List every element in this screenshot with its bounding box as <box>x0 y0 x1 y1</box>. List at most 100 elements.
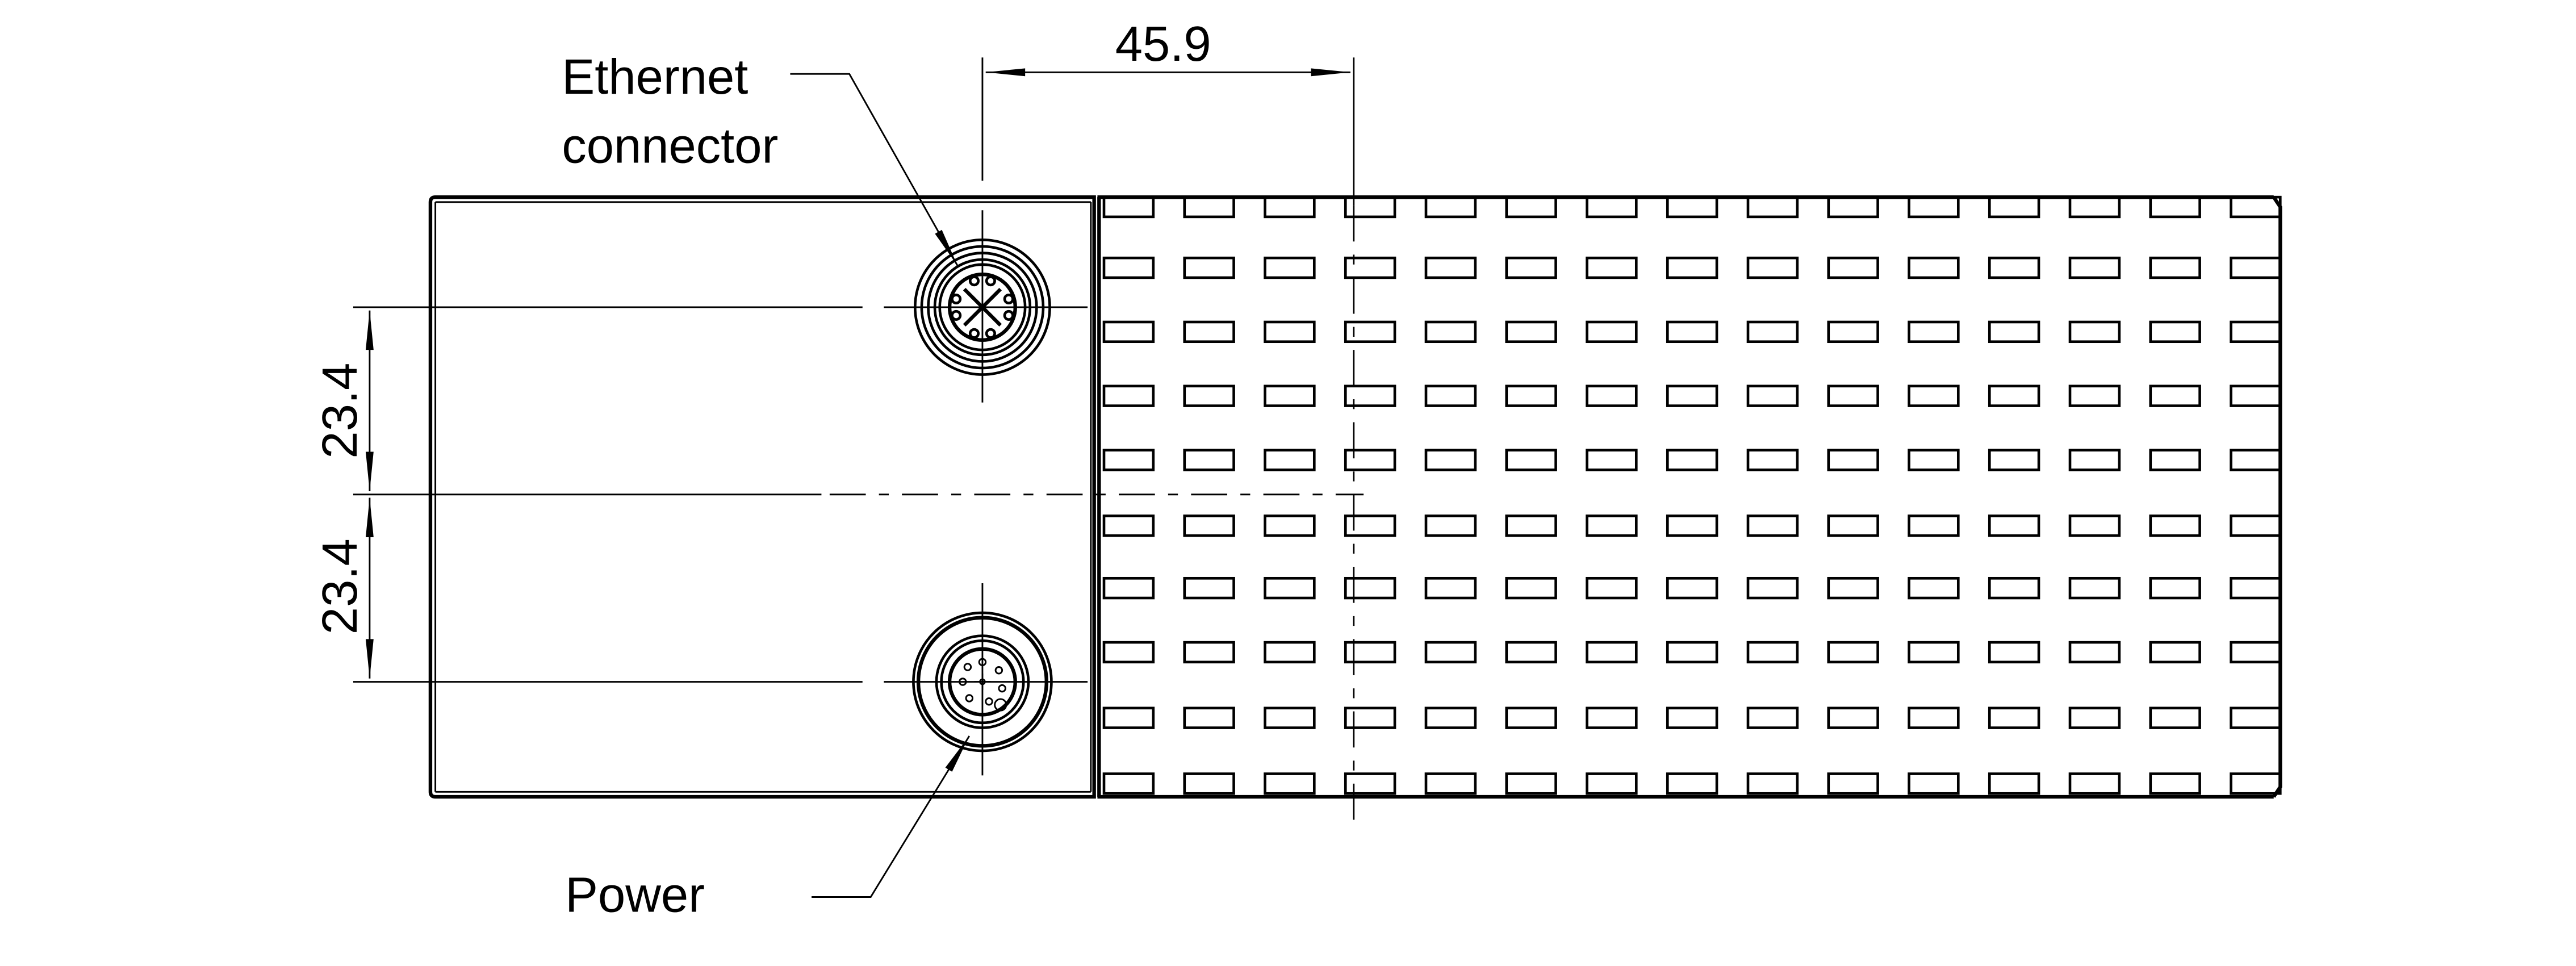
heatsink-slot <box>2149 449 2201 471</box>
heatsink-slot <box>1827 515 1879 537</box>
heatsink-slot <box>1102 576 1155 600</box>
heatsink-slot <box>1102 772 1155 795</box>
heatsink-slot <box>1586 641 1638 664</box>
heatsink-slot <box>1183 449 1235 471</box>
heatsink-slot <box>1827 449 1879 471</box>
heatsink-slot <box>1102 320 1155 344</box>
heatsink-slot <box>1344 384 1396 407</box>
heatsink-slot <box>1988 576 2040 600</box>
heatsink-slot <box>1264 384 1316 407</box>
heatsink-slot <box>1908 256 1960 279</box>
heatsink-slot <box>1505 772 1557 795</box>
heatsink-slot <box>1746 449 1799 471</box>
heatsink-slot <box>1424 706 1477 729</box>
heatsink-slot <box>1102 195 1155 219</box>
heatsink-slot <box>2230 449 2282 471</box>
heatsink-slot <box>1183 320 1235 344</box>
power-connector <box>912 611 1053 752</box>
heatsink-slot <box>1183 641 1235 664</box>
heatsink-slot <box>1586 384 1638 407</box>
heatsink-slot <box>1505 449 1557 471</box>
heatsink-slot <box>2068 576 2121 600</box>
heatsink-slot <box>1505 576 1557 600</box>
heatsink-slot <box>1666 515 1718 537</box>
heatsink-slot <box>1666 195 1718 219</box>
heatsink-slot <box>2149 320 2201 344</box>
heatsink-slot <box>1666 706 1718 729</box>
heatsink-slot <box>1827 384 1879 407</box>
heatsink-slot <box>1505 384 1557 407</box>
heatsink-slot <box>1586 195 1638 219</box>
heatsink-slot <box>2230 706 2282 729</box>
heatsink-slot <box>1264 320 1316 344</box>
heatsink-slot <box>1746 641 1799 664</box>
power-label: Power <box>565 868 705 923</box>
heatsink-slot <box>1344 772 1396 795</box>
heatsink-slot <box>1988 515 2040 537</box>
heatsink-slot <box>1827 195 1879 219</box>
heatsink-slot <box>1102 384 1155 407</box>
heatsink-slot <box>1988 706 2040 729</box>
heatsink-slot <box>1424 256 1477 279</box>
heatsink-slot <box>2068 195 2121 219</box>
dimension-vertical-lower-value: 23.4 <box>312 538 367 634</box>
heatsink-slot <box>1505 320 1557 344</box>
heatsink-slot <box>1102 449 1155 471</box>
heatsink-slot <box>1666 256 1718 279</box>
heatsink-slot <box>1344 195 1396 219</box>
heatsink-slot <box>1666 449 1718 471</box>
heatsink-slot <box>1183 195 1235 219</box>
heatsink-slot <box>1264 772 1316 795</box>
heatsink-slot <box>1827 320 1879 344</box>
heatsink-slot <box>1827 256 1879 279</box>
heatsink-slot <box>1988 195 2040 219</box>
heatsink-slot <box>2149 772 2201 795</box>
heatsink-slot <box>1586 320 1638 344</box>
heatsink-slot <box>1102 256 1155 279</box>
heatsink-slot <box>1666 772 1718 795</box>
heatsink-slot <box>2068 706 2121 729</box>
dimension-vertical-lower: 23.4 <box>312 497 374 679</box>
heatsink-slot <box>2068 641 2121 664</box>
heatsink-slot <box>1505 641 1557 664</box>
ethernet-pin-pattern <box>951 275 1014 339</box>
power-pin-pattern <box>958 658 1007 712</box>
power-callout: Power <box>565 735 971 923</box>
device-body <box>428 195 1096 799</box>
heatsink-slot <box>1908 576 1960 600</box>
heatsink-slot <box>2230 256 2282 279</box>
heatsink-slot <box>1586 576 1638 600</box>
heatsink-slot <box>2149 706 2201 729</box>
heatsink-slot <box>1827 706 1879 729</box>
heatsink-slot <box>1264 641 1316 664</box>
heatsink-slot <box>1666 320 1718 344</box>
heatsink-slot <box>2068 384 2121 407</box>
heatsink-slot <box>1344 576 1396 600</box>
heatsink-slot <box>1908 195 1960 219</box>
heatsink-slot <box>1988 449 2040 471</box>
dimension-horizontal-value: 45.9 <box>1115 16 1211 72</box>
heatsink-slot <box>1988 384 2040 407</box>
heatsink-slot <box>1586 256 1638 279</box>
heatsink-slot <box>1505 256 1557 279</box>
heatsink-slot <box>1666 641 1718 664</box>
heatsink-slot <box>2068 256 2121 279</box>
heatsink-slot <box>1746 384 1799 407</box>
heatsink-slot <box>1586 515 1638 537</box>
heatsink-slot <box>1264 256 1316 279</box>
heatsink-slot <box>2149 256 2201 279</box>
heatsink-slot <box>1102 515 1155 537</box>
heatsink-slot <box>1746 772 1799 795</box>
heatsink-slot <box>2230 195 2282 219</box>
heatsink <box>1097 195 2282 799</box>
heatsink-slot <box>2230 515 2282 537</box>
heatsink-slot <box>1344 256 1396 279</box>
heatsink-slot <box>2230 320 2282 344</box>
heatsink-slot <box>1505 515 1557 537</box>
heatsink-slot <box>1424 515 1477 537</box>
heatsink-slot <box>1586 706 1638 729</box>
heatsink-slot <box>1424 449 1477 471</box>
heatsink-slot <box>2068 320 2121 344</box>
heatsink-slot <box>1988 256 2040 279</box>
